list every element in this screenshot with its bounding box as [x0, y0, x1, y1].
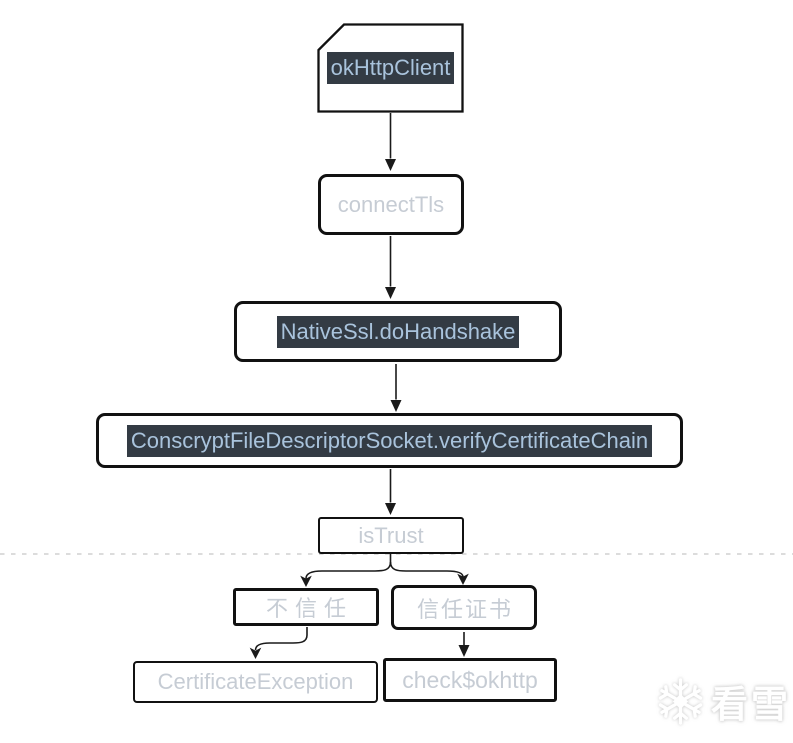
arrowhead [458, 645, 470, 657]
arrowhead [457, 573, 469, 585]
edge-istrust-trustcert [389, 561, 464, 578]
edge-nottrust-certexception [254, 627, 308, 651]
node-trustcert: 信任证书 [391, 585, 537, 630]
node-okhttpclient: okHttpClient [317, 23, 464, 113]
edge-istrust-nottrust [305, 561, 392, 579]
node-connecttls: connectTls [318, 174, 464, 235]
arrowhead [385, 159, 396, 171]
node-label: CertificateException [157, 669, 354, 694]
node-verifychain: ConscryptFileDescriptorSocket.verifyCert… [96, 413, 683, 468]
watermark-text: 看雪 [711, 684, 791, 725]
node-label: 信任证书 [416, 596, 513, 622]
selected-text[interactable]: ConscryptFileDescriptorSocket.verifyCert… [126, 424, 653, 457]
node-istrust: isTrust [318, 517, 464, 554]
node-nottrust: 不信任 [233, 588, 379, 626]
arrowhead [300, 575, 312, 587]
node-label: isTrust [358, 522, 424, 548]
node-certexception: CertificateException [133, 661, 378, 703]
node-nativessl: NativeSsl.doHandshake [234, 301, 562, 362]
node-label: 不信任 [265, 596, 353, 621]
snowflake-icon [658, 677, 703, 725]
node-label: check$okhttp [402, 666, 538, 693]
arrowhead [249, 647, 262, 659]
node-checkokhttp: check$okhttp [383, 658, 557, 702]
selected-text[interactable]: okHttpClient [326, 52, 455, 84]
arrowhead [390, 400, 402, 412]
selected-text[interactable]: NativeSsl.doHandshake [276, 315, 520, 348]
arrowhead [385, 503, 396, 515]
node-label: connectTls [337, 191, 445, 217]
arrowhead [385, 287, 396, 299]
kanxue-watermark: 看雪 [657, 674, 791, 728]
